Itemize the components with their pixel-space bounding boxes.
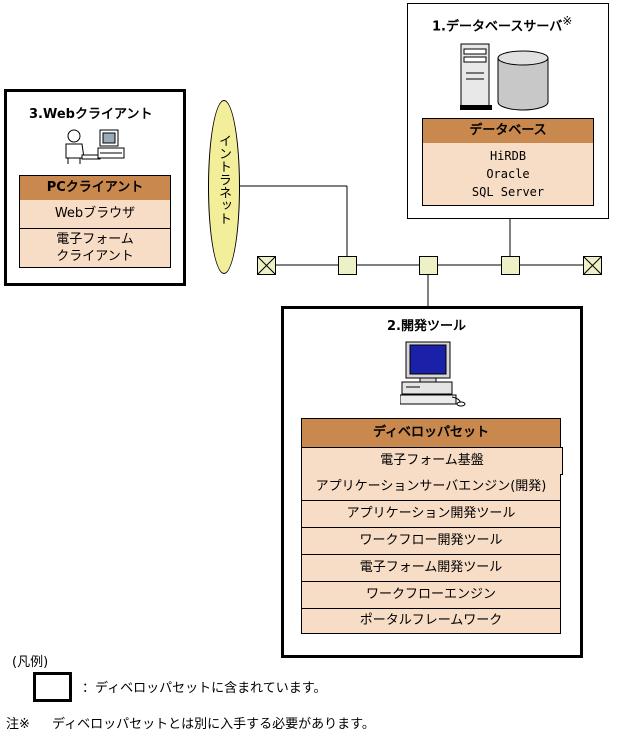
db-header: データベース	[422, 118, 594, 144]
db-item: Oracle	[486, 167, 530, 181]
footnote: 注※ ディベロッパセットとは別に入手する必要があります。	[6, 713, 375, 732]
user-at-computer-icon	[65, 129, 125, 164]
legend-swatch	[33, 672, 72, 702]
database-cylinder-icon	[497, 50, 549, 111]
footnote-text: ディベロッパセットとは別に入手する必要があります。	[52, 717, 375, 732]
network-node-intranet	[338, 256, 357, 275]
dev-item: ポータルフレームワーク	[301, 609, 561, 634]
dev-item: アプリケーションサーバエンジン(開発)	[301, 474, 561, 501]
legend-title: (凡例)	[12, 655, 49, 670]
pc-client-header: PCクライアント	[19, 175, 171, 201]
dev-item: アプリケーション開発ツール	[301, 501, 561, 528]
web-client-title: 3.Webクライアント	[29, 107, 153, 122]
footnote-mark: 注※	[6, 717, 30, 732]
db-item: HiRDB	[489, 149, 527, 163]
developer-set-header: ディベロッパセット	[301, 418, 561, 448]
terminator-x-icon	[257, 256, 276, 275]
legend-description: ：ディベロッパセットに含まれています。	[82, 681, 327, 696]
network-terminator-right	[583, 256, 602, 275]
db-items-cell: HiRDB Oracle SQL Server	[422, 143, 594, 206]
network-node-devtools	[419, 256, 438, 275]
client-item-browser: Webブラウザ	[19, 200, 171, 229]
dev-tools-title: 2.開発ツール	[387, 319, 466, 334]
network-terminator-left	[257, 256, 276, 275]
server-icon	[460, 43, 492, 110]
db-server-title: 1.データベースサーバ※	[432, 14, 572, 34]
dev-item: ワークフローエンジン	[301, 582, 561, 609]
network-node-dbserver	[501, 256, 520, 275]
dev-item: ワークフロー開発ツール	[301, 528, 561, 555]
db-item: SQL Server	[471, 185, 545, 199]
dev-item: 電子フォーム開発ツール	[301, 555, 561, 582]
db-server-note-mark: ※	[562, 14, 573, 28]
terminator-x-icon	[583, 256, 602, 275]
intranet-label: イントラネット	[216, 134, 231, 225]
client-item-eform: 電子フォーム クライアント	[19, 229, 171, 268]
dev-item: 電子フォーム基盤	[301, 447, 563, 475]
db-server-title-text: 1.データベースサーバ	[432, 19, 563, 35]
intranet-ellipse	[208, 100, 240, 274]
desktop-computer-icon	[400, 341, 466, 407]
